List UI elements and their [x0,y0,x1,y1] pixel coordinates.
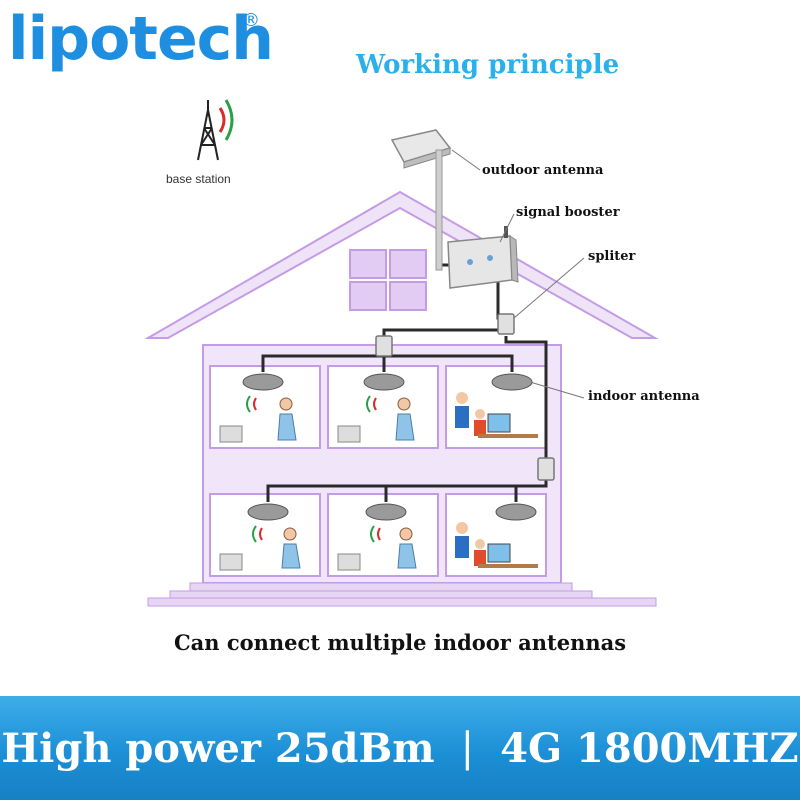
outdoor-antenna-label: outdoor antenna [482,163,604,178]
cell-tower-icon [197,100,219,161]
splitter-icon [375,313,555,481]
label-pointers [451,149,585,399]
attic-window [349,249,427,311]
banner-separator: | [460,725,475,771]
computer-icon [219,413,538,571]
page-title: Working principle [356,50,620,80]
banner-frequency: 4G 1800MHZ [500,724,799,772]
indoor-antenna-label: indoor antenna [588,389,700,404]
signal-wave-icon [218,99,234,141]
person-icon [277,392,486,569]
spliter-label: spliter [588,249,636,264]
registered-mark: ® [242,10,260,31]
repeater-icon [447,226,519,289]
banner-power: High power 25dBm [1,724,435,772]
panel-antenna-icon [390,129,452,271]
base-station-label: base station [166,172,231,186]
ceiling-antenna-icon [242,373,537,521]
indoor-signal-waves [246,395,381,543]
brand-logo: lipotech [8,4,274,74]
signal-booster-label: signal booster [516,205,620,220]
spec-banner: High power 25dBm | 4G 1800MHZ [0,696,800,800]
caption: Can connect multiple indoor antennas [173,630,627,655]
